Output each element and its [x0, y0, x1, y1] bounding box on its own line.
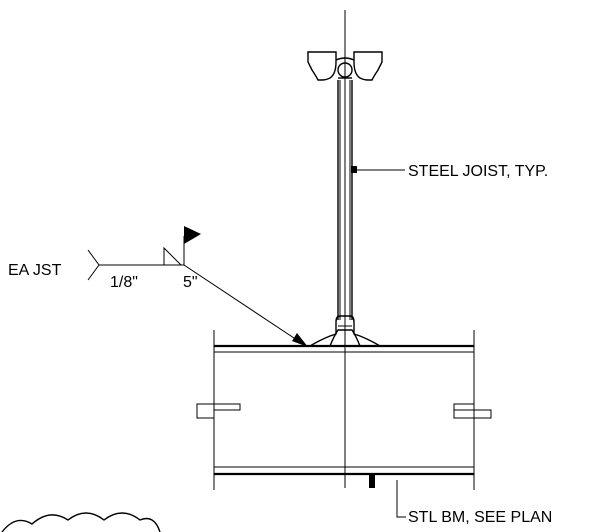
steel-beam [196, 330, 492, 490]
weld-size: 1/8" [110, 274, 138, 291]
joist-label: STEEL JOIST, TYP. [408, 163, 548, 180]
beam-tag-mark [369, 474, 375, 488]
revision-cloud [1, 512, 161, 532]
joist-web [337, 80, 353, 320]
beam-label: STL BM, SEE PLAN [408, 509, 552, 526]
weld-symbol [87, 226, 308, 347]
weld-length: 5" [183, 274, 198, 291]
field-weld-flag [184, 226, 201, 244]
joist-tag-mark [351, 166, 357, 173]
beam-leader-line [396, 480, 406, 518]
joist-top-chord [307, 51, 383, 81]
weld-arrowhead [292, 333, 308, 347]
joist-bearing-seat [309, 315, 381, 347]
weld-note: EA JST [8, 262, 62, 279]
